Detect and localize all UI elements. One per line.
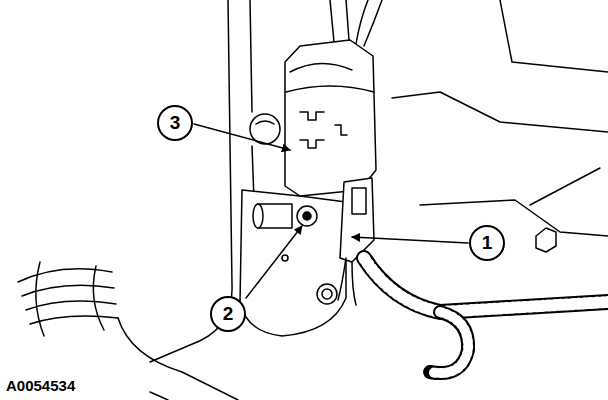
bellows — [93, 266, 104, 330]
grommet — [250, 114, 280, 144]
motor-housing — [240, 190, 346, 336]
wire — [356, 0, 368, 44]
motor-ribs — [300, 112, 347, 148]
panel-edge — [392, 92, 608, 132]
door-pillar — [250, 0, 252, 112]
drive-shaft — [253, 204, 263, 228]
callout-number: 1 — [469, 225, 505, 261]
bellows — [26, 301, 116, 310]
housing-hole — [282, 255, 288, 261]
body-edge — [150, 392, 168, 400]
wiring-harness — [364, 258, 608, 312]
leader-line — [194, 124, 290, 150]
motor-wrap — [286, 86, 374, 92]
electrical-connector — [340, 178, 374, 262]
wire — [364, 0, 382, 46]
bellows — [30, 316, 118, 324]
panel-edge — [420, 200, 608, 236]
wiring-harness — [430, 312, 468, 373]
panel-edge — [530, 168, 600, 205]
bolt — [303, 212, 311, 220]
retaining-clip — [536, 228, 556, 252]
electrical-connector — [352, 188, 366, 214]
bellows — [36, 262, 44, 336]
leader-line — [352, 237, 468, 243]
callout-number: 2 — [210, 296, 246, 332]
motor-wrap — [290, 63, 352, 72]
wiring-harness — [430, 312, 468, 373]
grommet — [256, 121, 274, 124]
bellows — [18, 269, 112, 282]
bolt — [297, 206, 317, 226]
panel-edge — [330, 0, 334, 42]
housing-port — [317, 284, 337, 304]
panel-edge — [346, 0, 349, 40]
motor-body — [285, 40, 376, 196]
callout-number: 3 — [157, 105, 193, 141]
panel-edge — [500, 0, 608, 72]
figure-code: A0054534 — [5, 377, 76, 394]
wire — [338, 258, 356, 305]
leader-line — [246, 226, 302, 298]
housing-port — [322, 289, 332, 299]
wiring-harness — [364, 258, 608, 312]
